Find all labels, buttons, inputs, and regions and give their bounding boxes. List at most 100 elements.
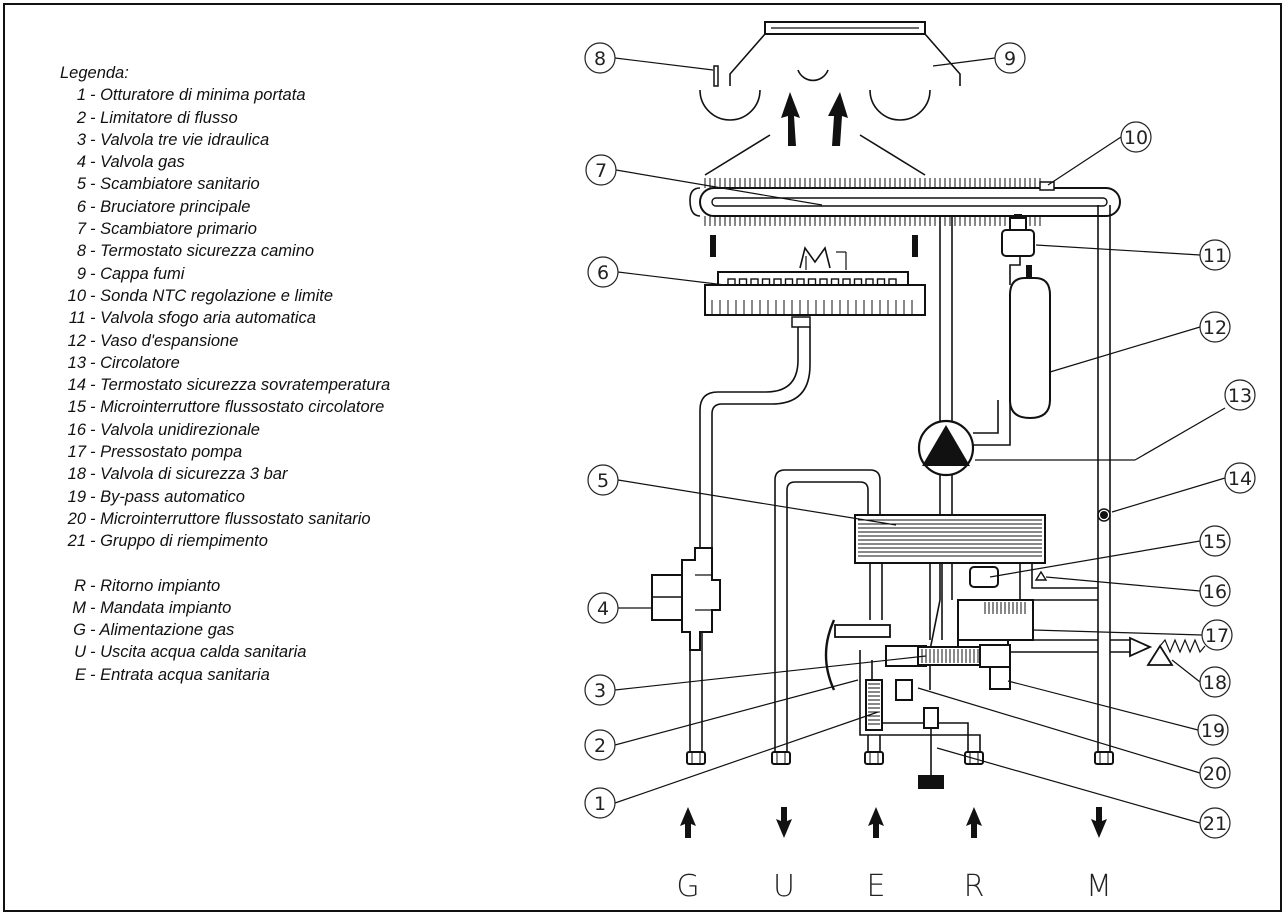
main-burner [704,235,926,328]
legend-row: 2- Limitatore di flusso [60,107,390,129]
legend-row: 4- Valvola gas [60,151,390,173]
callout-14: 14 [1224,462,1256,494]
legend-label: - Valvola tre vie idraulica [90,130,270,149]
legend-label: - Microinterruttore flussostato circolat… [90,398,385,417]
legend-label: - Valvola gas [90,153,185,172]
legend-label: - Circolatore [90,353,180,372]
circulator-pump [917,419,975,477]
legend-number: 3 [76,130,86,149]
port-g: G [676,807,700,904]
callout-circle [584,729,616,761]
legend-row: 10- Sonda NTC regolazione e limite [60,285,390,307]
legend-number: E [74,665,86,684]
port-u: U [773,807,795,904]
callout-circle [1199,239,1231,271]
legend-number: U [74,643,86,662]
legend-label: - Valvola unidirezionale [90,420,260,439]
callout-circle [1224,462,1256,494]
flow-arrow-down-icon [776,807,792,838]
legend-number: G [73,621,86,640]
legend-number: 5 [76,175,86,194]
callout-circle [1120,121,1152,153]
callout-circle [994,42,1026,74]
callout-8: 8 [584,42,616,74]
callout-circle [587,592,619,624]
callout-number: 20 [1203,763,1227,785]
legend-title: Legenda: [60,64,129,82]
callout-6: 6 [587,256,619,288]
legend-row: 9- Cappa fumi [60,263,390,285]
flow-arrow-down-icon [1091,807,1107,838]
callout-number: 5 [597,470,609,492]
callout-circle [1197,714,1229,746]
legend-label: - Sonda NTC regolazione e limite [90,286,334,305]
legend-label: - Ritorno impianto [90,576,221,595]
callout-18: 18 [1199,666,1231,698]
callout-9: 9 [994,42,1026,74]
callout-circle [584,674,616,706]
legend-number: 10 [67,286,86,305]
callout-circle [1199,575,1231,607]
callout-13: 13 [1224,379,1256,411]
callout-circle [1199,311,1231,343]
flow-arrow-up-icon [966,807,982,838]
legend-number: 21 [67,532,86,551]
legend-row: 15- Microinterruttore flussostato circol… [60,396,390,418]
legend-label: - Vaso d'espansione [90,331,239,350]
callout-number: 16 [1203,581,1227,603]
callout-number: 6 [597,262,609,284]
legend-label: - Limitatore di flusso [90,108,238,127]
legend-number: M [72,598,86,617]
legend-number: 17 [67,443,86,462]
overheat-thermostat-ring [1097,508,1111,522]
callout-circle [1199,757,1231,789]
legend-label: - Otturatore di minima portata [90,86,306,105]
diagram-frame [3,3,1282,912]
legend-label: - Mandata impianto [90,598,232,617]
flow-arrow-up-icon [868,807,884,838]
callout-number: 21 [1203,813,1227,835]
callout-circle [1224,379,1256,411]
legend-row: 3- Valvola tre vie idraulica [60,129,390,151]
legend-number: 2 [76,108,86,127]
port-e: E [867,807,885,904]
automatic-air-vent [1001,214,1035,257]
callout-number: 9 [1004,48,1016,70]
legend-row: E- Entrata acqua sanitaria [60,664,390,686]
expansion-vessel [1009,265,1051,420]
legend-label: - Valvola di sicurezza 3 bar [90,465,288,484]
callout-5: 5 [587,464,619,496]
legend-row: 21- Gruppo di riempimento [60,530,390,552]
callout-3: 3 [584,674,616,706]
callout-number: 18 [1203,672,1227,694]
legend-number: 13 [67,353,86,372]
callout-circle [587,256,619,288]
legend-row: 1- Otturatore di minima portata [60,84,390,106]
callout-21: 21 [1199,807,1231,839]
callout-circle [1201,619,1233,651]
overheat-thermostat-dot [1100,511,1108,519]
legend-number: 6 [76,197,86,216]
legend-row: 7- Scambiatore primario [60,218,390,240]
callout-number: 4 [597,598,609,620]
legend-number: 16 [67,420,86,439]
legend-row: 8- Termostato sicurezza camino [60,240,390,262]
legend-number: 18 [67,465,86,484]
legend-label: - Bruciatore principale [90,197,251,216]
callout-20: 20 [1199,757,1231,789]
legend-row: 18- Valvola di sicurezza 3 bar [60,463,390,485]
callout-circle [1199,807,1231,839]
legend-label: - Termostato sicurezza camino [90,242,315,261]
legend-number: 1 [76,86,86,105]
port-m: M [1086,807,1112,904]
port-letter: G [676,869,699,904]
callout-number: 10 [1124,127,1148,149]
callout-15: 15 [1199,525,1231,557]
legend-label: - Termostato sicurezza sovratemperatura [90,376,391,395]
callout-circle [584,787,616,819]
callout-number: 13 [1228,385,1252,407]
legend-label: - Valvola sfogo aria automatica [90,309,316,328]
legend-number: 15 [67,398,86,417]
